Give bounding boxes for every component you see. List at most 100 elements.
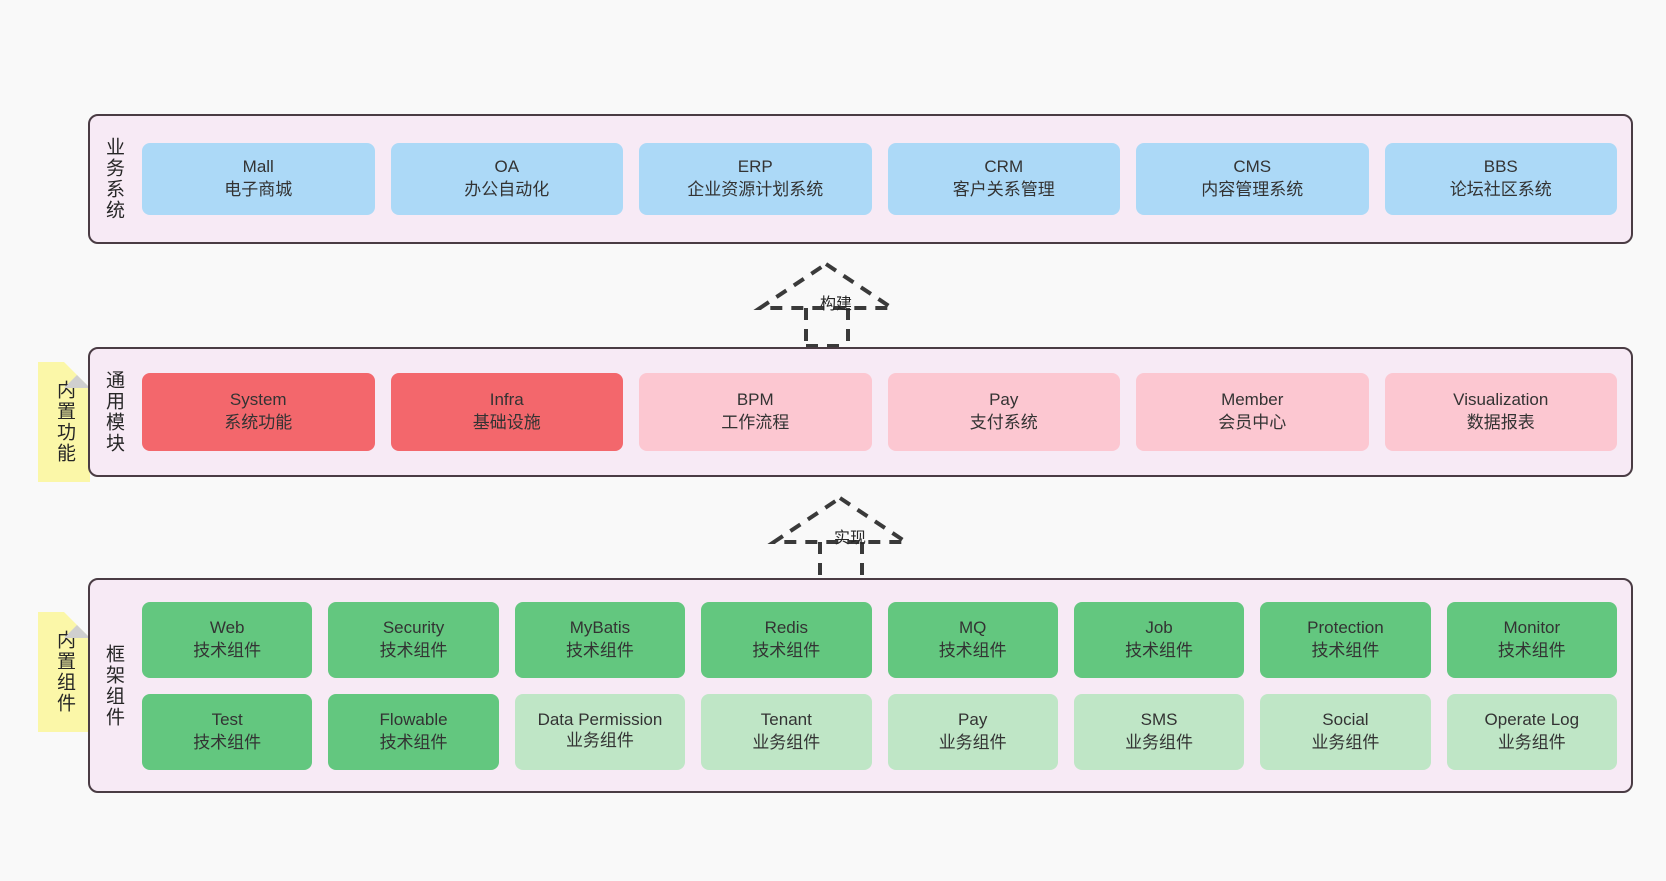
node-job[interactable]: Job 技术组件 — [1073, 601, 1245, 678]
node-name: ERP — [737, 157, 773, 177]
node-name: System — [229, 390, 287, 410]
node-flowable[interactable]: Flowable 技术组件 — [328, 693, 499, 770]
node-bpm[interactable]: BPM 工作流程 — [639, 373, 872, 451]
node-infra[interactable]: Infra 基础设施 — [390, 373, 623, 451]
node-desc: 业务组件 — [565, 731, 634, 751]
node-desc: 系统功能 — [224, 413, 293, 432]
node-desc: 客户关系管理 — [952, 180, 1055, 199]
node-name: Flowable — [379, 709, 448, 729]
node-tenant[interactable]: Tenant 业务组件 — [701, 693, 872, 770]
node-name: Pay — [958, 709, 988, 729]
node-crm[interactable]: CRM 客户关系管理 — [887, 143, 1120, 215]
node-desc: 技术组件 — [379, 640, 448, 660]
node-name: Security — [382, 617, 445, 637]
node-mall[interactable]: Mall 电子商城 — [142, 143, 375, 215]
node-desc: 内容管理系统 — [1201, 180, 1304, 199]
node-desc: 业务组件 — [1497, 732, 1566, 752]
node-name: CRM — [984, 157, 1024, 177]
node-desc: 技术组件 — [565, 640, 634, 660]
node-name: BBS — [1483, 157, 1518, 177]
node-erp[interactable]: ERP 企业资源计划系统 — [639, 143, 872, 215]
layer-title-framework-component: 框架组件 — [102, 643, 124, 728]
node-name: Data Permission — [537, 709, 663, 729]
arrowshaft-build — [804, 308, 850, 348]
node-name: Mall — [242, 157, 274, 177]
node-name: OA — [494, 157, 520, 177]
layer-body-framework-component: Web 技术组件 Security 技术组件 MyBatis 技术组件 Redi… — [136, 580, 1631, 791]
node-desc: 业务组件 — [938, 732, 1007, 752]
node-name: Pay — [989, 390, 1019, 410]
node-mq[interactable]: MQ 技术组件 — [887, 601, 1058, 678]
node-name: Member — [1221, 390, 1284, 410]
node-desc: 支付系统 — [969, 413, 1038, 432]
node-name: Tenant — [760, 709, 812, 729]
node-operate-log[interactable]: Operate Log 业务组件 — [1446, 693, 1617, 770]
note-label: 内置功能 — [53, 380, 75, 464]
node-name: Protection — [1307, 617, 1384, 637]
node-desc: 技术组件 — [938, 640, 1007, 660]
node-desc: 技术组件 — [193, 732, 262, 752]
note-builtin-feature: 内置功能 — [38, 362, 90, 482]
node-visualization[interactable]: Visualization 数据报表 — [1384, 373, 1617, 451]
node-desc: 技术组件 — [193, 640, 262, 660]
node-name: Operate Log — [1484, 709, 1580, 729]
node-name: CMS — [1233, 157, 1272, 177]
layer-business-system: 业务系统 Mall 电子商城 OA 办公自动化 ERP 企业资源计划系统 CRM — [88, 114, 1633, 244]
node-pay-module[interactable]: Pay 支付系统 — [887, 373, 1120, 451]
note-builtin-component: 内置组件 — [38, 612, 90, 732]
node-data-permission[interactable]: Data Permission 业务组件 — [514, 693, 686, 770]
node-desc: 企业资源计划系统 — [687, 180, 824, 199]
node-name: MyBatis — [569, 617, 631, 637]
node-sms[interactable]: SMS 业务组件 — [1073, 693, 1245, 770]
connector-implement: 实现 — [767, 492, 913, 582]
layer-row: System 系统功能 Infra 基础设施 BPM 工作流程 Pay 支付系统… — [142, 373, 1617, 451]
node-name: Redis — [764, 617, 809, 637]
connector-build-label: 构建 — [820, 296, 853, 313]
node-test[interactable]: Test 技术组件 — [142, 693, 313, 770]
node-desc: 技术组件 — [752, 640, 821, 660]
node-security[interactable]: Security 技术组件 — [328, 601, 499, 678]
node-desc: 数据报表 — [1466, 413, 1535, 432]
node-redis[interactable]: Redis 技术组件 — [701, 601, 872, 678]
node-desc: 工作流程 — [721, 413, 790, 432]
layer-row: Test 技术组件 Flowable 技术组件 Data Permission … — [142, 693, 1617, 770]
node-desc: 电子商城 — [224, 180, 293, 199]
node-desc: 业务组件 — [1311, 732, 1380, 752]
note-label: 内置组件 — [53, 630, 75, 714]
node-oa[interactable]: OA 办公自动化 — [390, 143, 623, 215]
node-desc: 业务组件 — [752, 732, 821, 752]
node-monitor[interactable]: Monitor 技术组件 — [1446, 601, 1617, 678]
node-desc: 基础设施 — [472, 413, 541, 432]
layer-body-common-module: System 系统功能 Infra 基础设施 BPM 工作流程 Pay 支付系统… — [136, 349, 1631, 475]
node-member[interactable]: Member 会员中心 — [1136, 373, 1369, 451]
node-desc: 论坛社区系统 — [1449, 180, 1552, 199]
node-name: Monitor — [1503, 617, 1561, 637]
node-desc: 技术组件 — [1497, 640, 1566, 660]
node-pay-component[interactable]: Pay 业务组件 — [887, 693, 1058, 770]
node-name: Social — [1322, 709, 1369, 729]
connector-build: 构建 — [753, 258, 899, 348]
node-name: Infra — [489, 390, 524, 410]
node-name: Job — [1145, 617, 1173, 637]
node-desc: 技术组件 — [1125, 640, 1194, 660]
node-name: MQ — [958, 617, 987, 637]
node-web[interactable]: Web 技术组件 — [142, 601, 313, 678]
node-desc: 业务组件 — [1125, 732, 1194, 752]
layer-body-business-system: Mall 电子商城 OA 办公自动化 ERP 企业资源计划系统 CRM 客户关系… — [136, 116, 1631, 242]
layer-common-module: 通用模块 System 系统功能 Infra 基础设施 BPM 工作流程 Pay — [88, 347, 1633, 477]
node-name: Web — [209, 617, 245, 637]
node-desc: 技术组件 — [379, 732, 448, 752]
node-desc: 会员中心 — [1218, 413, 1287, 432]
node-bbs[interactable]: BBS 论坛社区系统 — [1384, 143, 1617, 215]
layer-row: Web 技术组件 Security 技术组件 MyBatis 技术组件 Redi… — [142, 601, 1617, 678]
node-social[interactable]: Social 业务组件 — [1260, 693, 1431, 770]
layer-title-common-module: 通用模块 — [102, 370, 124, 454]
node-system[interactable]: System 系统功能 — [142, 373, 375, 451]
node-mybatis[interactable]: MyBatis 技术组件 — [514, 601, 686, 678]
layer-title-business-system: 业务系统 — [102, 137, 124, 221]
connector-implement-label: 实现 — [834, 530, 867, 547]
node-cms[interactable]: CMS 内容管理系统 — [1136, 143, 1369, 215]
node-protection[interactable]: Protection 技术组件 — [1260, 601, 1431, 678]
layer-framework-component: 框架组件 Web 技术组件 Security 技术组件 MyBatis 技术组件… — [88, 578, 1633, 793]
